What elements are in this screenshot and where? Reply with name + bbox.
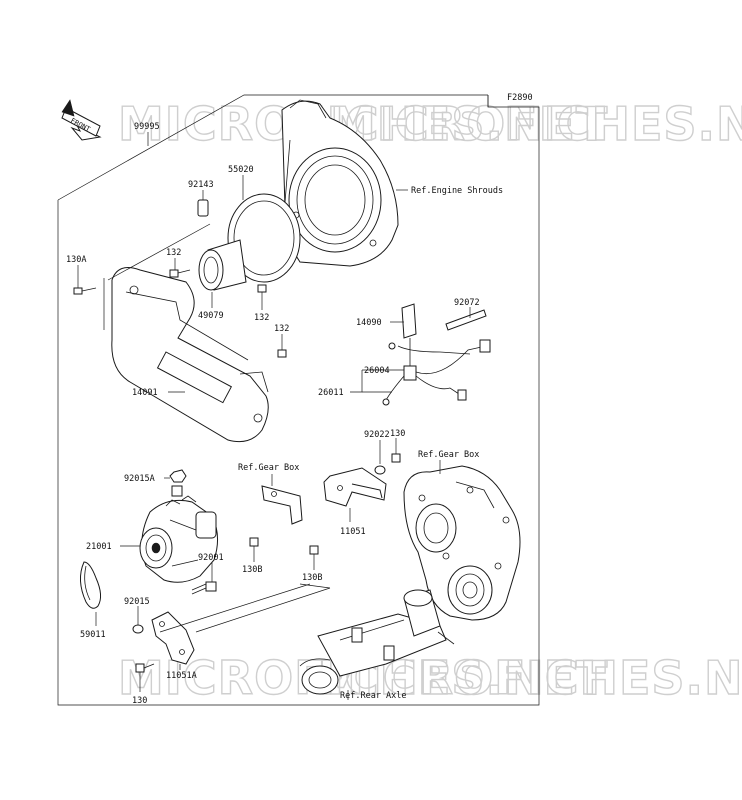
label-59011: 59011 xyxy=(80,630,106,640)
bolt-132-b xyxy=(257,284,267,293)
bolt-130A xyxy=(73,287,97,295)
label-99995: 99995 xyxy=(134,122,160,132)
bolt-130-a xyxy=(391,453,401,463)
label-130B1: 130B xyxy=(242,565,262,575)
label-132c: 132 xyxy=(274,324,289,334)
belt-cover-14091 xyxy=(111,267,269,443)
wiring-harness-26011 xyxy=(382,303,491,406)
label-14090: 14090 xyxy=(356,318,382,328)
frame-inner-diag xyxy=(107,223,211,281)
label-130B2: 130B xyxy=(302,573,322,583)
label-92015A: 92015A xyxy=(124,474,155,484)
nut-92015A xyxy=(169,469,187,483)
label-92022: 92022 xyxy=(364,430,390,440)
bolt-130B-a xyxy=(249,537,259,547)
label-92143: 92143 xyxy=(188,180,214,190)
label-92072: 92072 xyxy=(454,298,480,308)
bolt-130B-b xyxy=(309,545,319,555)
label-14091: 14091 xyxy=(132,388,158,398)
label-92015: 92015 xyxy=(124,597,150,607)
rear-axle xyxy=(299,589,455,695)
frame-line-lower-b xyxy=(195,587,331,633)
frame-line-lower-c xyxy=(299,583,331,589)
label-132b: 132 xyxy=(254,313,269,323)
belt-59011 xyxy=(80,561,102,609)
label-26011: 26011 xyxy=(318,388,344,398)
label-130b: 130 xyxy=(132,696,147,706)
bracket-11051A xyxy=(151,611,195,665)
label-92001: 92001 xyxy=(198,553,224,563)
bolt-92001 xyxy=(191,581,217,595)
bolt-132-a xyxy=(169,269,191,278)
bracket-gearbox-left xyxy=(261,485,303,525)
ref-gear-box-right: Ref.Gear Box xyxy=(418,450,479,460)
bracket-11051 xyxy=(323,467,387,507)
alternator-21001 xyxy=(139,485,218,583)
label-11051A: 11051A xyxy=(166,671,197,681)
ref-rear-axle: Ref.Rear Axle xyxy=(340,691,407,701)
engine-shroud xyxy=(281,99,399,267)
frame-line-lower-a xyxy=(159,583,311,633)
label-55020: 55020 xyxy=(228,165,254,175)
label-130a: 130 xyxy=(390,429,405,439)
gear-box xyxy=(403,465,521,621)
label-49079: 49079 xyxy=(198,311,224,321)
nut-92022 xyxy=(374,465,386,475)
label-21001: 21001 xyxy=(86,542,112,552)
watermark-top-right: MICROFICHES.NET xyxy=(330,97,742,151)
ref-gear-box-left: Ref.Gear Box xyxy=(238,463,299,473)
label-26004: 26004 xyxy=(364,366,390,376)
label-11051: 11051 xyxy=(340,527,366,537)
gasket-55020 xyxy=(227,193,301,283)
label-132a: 132 xyxy=(166,248,181,258)
ref-engine-shrouds: Ref.Engine Shrouds xyxy=(411,186,503,196)
bolt-132-c xyxy=(277,349,287,358)
bracket-26011 xyxy=(350,370,363,393)
frame-top-edge xyxy=(57,94,488,201)
front-arrow-icon: FRONT xyxy=(61,99,102,141)
label-130A: 130A xyxy=(66,255,86,265)
pin-92143 xyxy=(197,199,209,217)
nut-92015 xyxy=(132,624,144,634)
duct-49079 xyxy=(198,239,247,291)
figure-code: F2890 xyxy=(507,93,533,103)
